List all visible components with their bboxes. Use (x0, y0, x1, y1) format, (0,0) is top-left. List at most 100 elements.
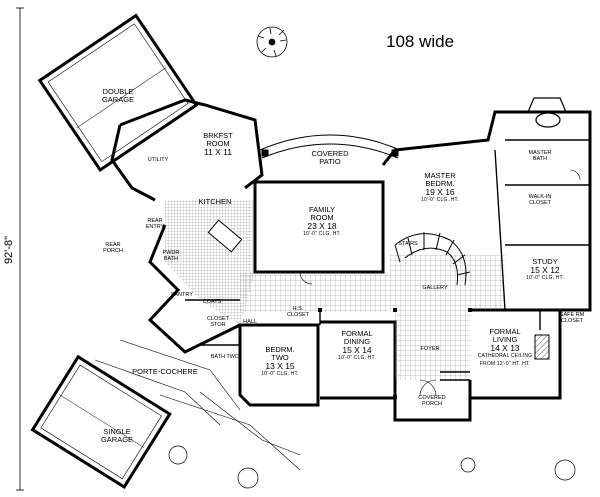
room-name: SINGLE (103, 427, 131, 436)
room-name: BEDRM. (265, 345, 295, 354)
room-ceiling: CATHEDRAL CEILING (477, 353, 533, 359)
room-name: FORMAL (489, 327, 521, 336)
room-name: CLOSET (286, 312, 310, 318)
room-name: H.S. (292, 306, 304, 312)
door-swings (299, 169, 581, 397)
room-name: CLOSET (528, 200, 551, 206)
room-stairs: STAIRS (398, 241, 417, 247)
room-name: STAIRS (398, 241, 418, 247)
room-master-bedrm: MASTER BEDRM. 19 X 16 10'-0" CLG. HT. (421, 172, 459, 204)
room-dimension: 15 X 14 (342, 345, 372, 355)
room-walk-in-closet: WALK-IN CLOSET (529, 194, 552, 206)
room-dimension: 19 X 16 (425, 187, 455, 197)
room-name: LIVING (492, 335, 518, 344)
kitchen-island (207, 219, 243, 253)
room-name: TWO (271, 353, 289, 362)
interior-walls (185, 139, 590, 395)
driveway (94, 339, 301, 471)
room-dimension: 23 X 18 (307, 221, 337, 231)
room-name: MASTER (424, 171, 456, 180)
master-bath-bay (527, 97, 567, 128)
depth-dimension-line (16, 7, 24, 491)
porte-cochere-label: PORTE-COCHERE (132, 368, 198, 376)
room-kitchen: KITCHEN (199, 198, 232, 206)
room-name: FOYER (420, 346, 440, 352)
room-single-garage: SINGLE GARAGE (101, 428, 133, 444)
room-name: STOR (210, 322, 226, 328)
room-ceiling: 10'-0" CLG. HT. (526, 275, 564, 281)
room-master-bath: MASTER BATH (529, 150, 552, 162)
room-study: STUDY 15 X 12 10'-0" CLG. HT. (526, 258, 564, 282)
room-name: CLOSET (206, 316, 230, 322)
room-name: PATIO (319, 157, 341, 166)
room-name: PWDR (162, 250, 180, 256)
room-dimension: 14 X 13 (490, 343, 520, 353)
room-bedrm-two: BEDRM. TWO 13 X 15 10'-0" CLG. HT. (261, 346, 299, 378)
room-name: FORMAL (341, 329, 373, 338)
room-name: GALLERY (422, 285, 448, 291)
room-name: BATH TWO (210, 354, 240, 360)
room-ceiling: 10'-0" CLG. HT. (261, 371, 299, 377)
room-name: BEDRM. (425, 179, 455, 188)
room-name: COVERED (311, 149, 349, 158)
room-pantry: PANTRY (171, 292, 193, 298)
columns (318, 308, 472, 399)
room-name: GARAGE (100, 435, 134, 444)
room-closet-stor: CLOSET STOR (207, 316, 229, 328)
room-name: MASTER (528, 150, 552, 156)
room-ceiling: 10'-0" CLG. HT. (303, 231, 341, 237)
room-name: WALK-IN (528, 194, 552, 200)
room-name: PORCH (103, 248, 123, 254)
room-name: HALL (243, 319, 257, 325)
room-name: REAR (105, 242, 121, 248)
room-gallery: GALLERY (422, 285, 447, 291)
room-coats: COATS (203, 299, 222, 305)
room-name: GARAGE (101, 95, 135, 104)
room-name: ROOM (310, 213, 334, 222)
single-garage (30, 354, 172, 490)
room-name: PANTRY (171, 292, 193, 298)
plan-width-label: 108 wide (386, 32, 455, 51)
room-name: KITCHEN (198, 197, 232, 206)
room-ceiling: FROM 12'-0" HT. HT. (479, 361, 531, 367)
room-rear-entry: REAR ENTRY (146, 218, 165, 230)
room-name: FAMILY (308, 205, 336, 214)
room-name: CLOSET (560, 318, 584, 324)
room-formal-dining: FORMAL DINING 15 X 14 10'-0" CLG. HT. (338, 330, 376, 362)
room-dimension: 11 X 11 (203, 147, 233, 157)
room-name: REAR (147, 218, 163, 224)
room-name: COVERED (418, 395, 446, 401)
room-ceiling: 10'-0" CLG. HT. (338, 355, 376, 361)
room-brkfst: BRKFST ROOM 11 X 11 (203, 131, 233, 157)
curved-staircase (394, 232, 471, 286)
room-name: UTILITY (147, 157, 169, 163)
room-foyer: FOYER (421, 346, 440, 352)
double-garage (37, 13, 199, 173)
room-name: BATH (163, 256, 179, 262)
landscape-shrubs (168, 445, 576, 489)
room-name: DINING (343, 337, 371, 346)
room-name: PORCH (422, 401, 442, 407)
room-hs-closet: H.S. CLOSET (287, 306, 309, 318)
room-name: COATS (202, 299, 222, 305)
room-covered-patio: COVERED PATIO (311, 150, 348, 166)
room-name: PORTE-COCHERE (132, 367, 198, 376)
room-covered-porch: COVERED PORCH (418, 395, 445, 407)
room-double-garage: DOUBLE GARAGE (102, 88, 134, 104)
covered-patio (259, 134, 401, 159)
room-hall: HALL (243, 319, 257, 325)
room-safe-rm: SAFE RM CLOSET (560, 312, 584, 324)
room-ceiling: 10'-0" CLG. HT. (421, 197, 459, 203)
room-name: DOUBLE (102, 87, 134, 96)
fireplace (534, 334, 550, 360)
room-family-room: FAMILY ROOM 23 X 18 10'-0" CLG. HT. (303, 206, 341, 238)
room-name: BRKFST (203, 131, 233, 140)
room-bath-two: BATH TWO (211, 354, 240, 360)
plan-depth-label: 92'-8" (3, 235, 15, 265)
room-pwdr-bath: PWDR BATH (163, 250, 180, 262)
room-name: STUDY (532, 257, 558, 266)
room-name: BATH (532, 156, 548, 162)
room-formal-living: FORMAL LIVING 14 X 13 CATHEDRAL CEILING … (478, 328, 533, 368)
room-name: ENTRY (145, 224, 165, 230)
